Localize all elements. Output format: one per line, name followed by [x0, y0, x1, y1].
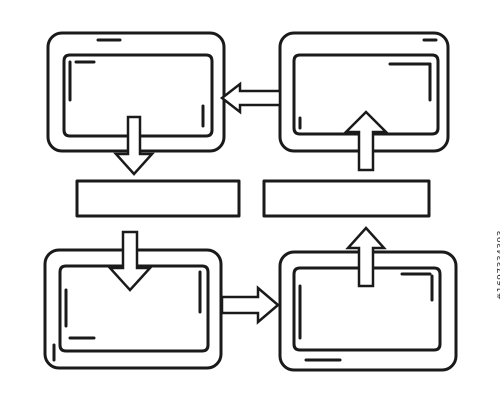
arrow-up-bottom-right: [345, 226, 387, 288]
top-left-card: [46, 31, 226, 153]
arrow-up-top-right: [342, 110, 390, 172]
arrow-left-top: [219, 81, 282, 115]
left-bar: [75, 179, 241, 218]
arrow-down-top-left: [113, 115, 155, 176]
top-right-card: [278, 31, 450, 153]
right-bar: [262, 179, 431, 218]
arrow-right-bottom: [220, 285, 280, 325]
arrow-down-bottom-left: [107, 230, 153, 292]
stock-watermark-id: #169733439​3: [496, 230, 500, 301]
